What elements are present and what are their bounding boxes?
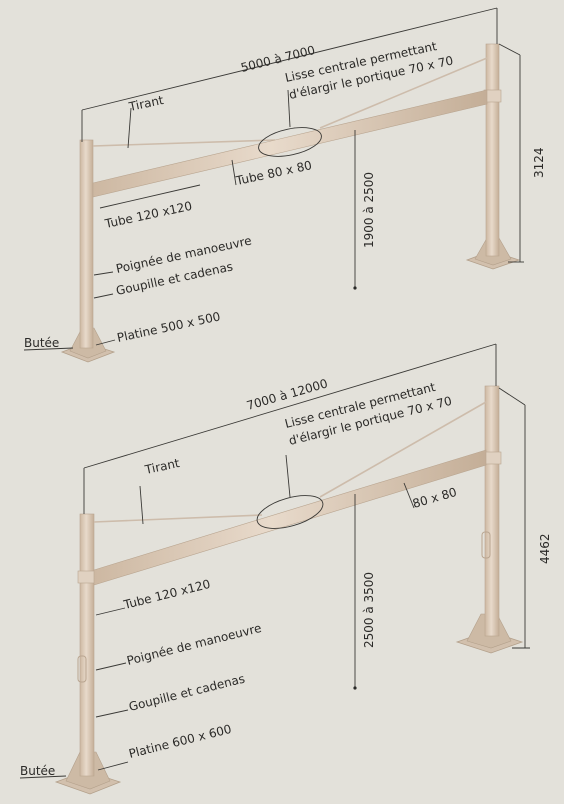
top-left-post (79, 139, 94, 349)
bottom-clearance-label: 2500 à 3500 (362, 572, 376, 648)
bottom-goupille-label: Goupille et cadenas (127, 672, 246, 714)
top-butee-label: Butée (24, 336, 59, 350)
top-height-label: 3124 (532, 147, 546, 178)
bottom-left-post (79, 513, 95, 777)
bottom-tirant-right (319, 401, 487, 498)
bottom-left-handle (77, 655, 87, 683)
top-tirant-label: Tirant (127, 93, 165, 114)
top-right-post (485, 43, 500, 257)
top-beam (92, 89, 488, 198)
top-tirant (92, 139, 276, 147)
top-platine-label: Platine 500 x 500 (116, 309, 222, 345)
bottom-right-handle (481, 531, 491, 559)
bottom-beam (93, 449, 487, 586)
bottom-tube120-label: Tube 120 x120 (121, 577, 211, 612)
bottom-right-post (484, 385, 500, 637)
bottom-poignee-label: Poignée de manoeuvre (125, 621, 263, 668)
bottom-butee-label: Butée (20, 764, 55, 778)
top-tirant-right (319, 57, 488, 129)
bottom-span-label: 7000 à 12000 (245, 376, 329, 413)
bottom-tirant-label: Tirant (143, 456, 181, 477)
top-lisse-ellipse (258, 127, 322, 157)
bottom-platine-label: Platine 600 x 600 (127, 722, 233, 761)
bottom-lisse-ellipse (256, 495, 324, 529)
top-tube80-label: Tube 80 x 80 (234, 158, 313, 188)
bottom-height-label: 4462 (538, 533, 552, 564)
diagram-top: 5000 à 7000 Lisse centrale permettant d'… (23, 7, 546, 363)
top-clearance-label: 1900 à 2500 (362, 172, 376, 248)
bottom-tube80-label: 80 x 80 (411, 485, 458, 511)
bottom-left-collar (77, 570, 97, 584)
bottom-tirant (93, 514, 263, 523)
top-tube120-label: Tube 120 x120 (103, 199, 194, 231)
diagram-bottom: 7000 à 12000 Lisse centrale permettant d… (19, 343, 552, 795)
